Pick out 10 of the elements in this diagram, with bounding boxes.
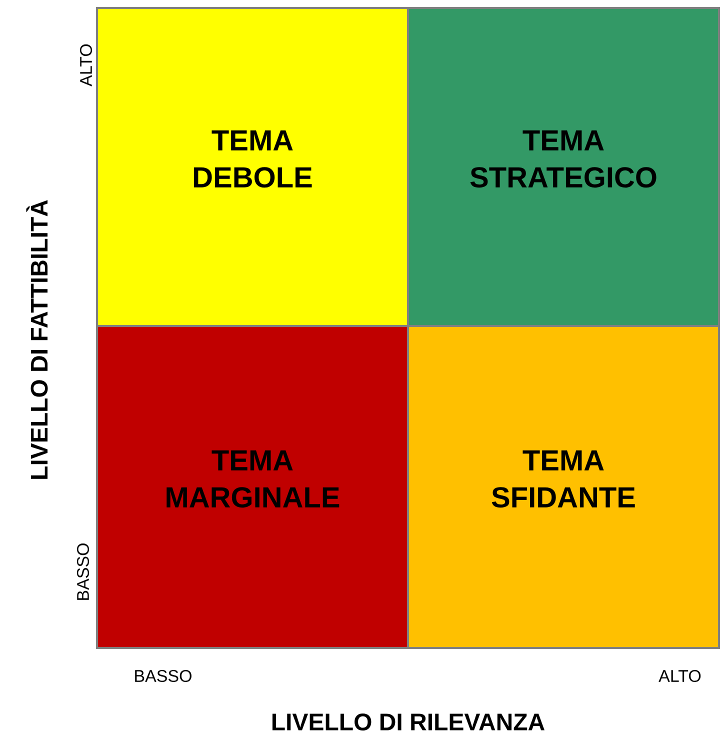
axis-title: LIVELLO DI RILEVANZA [272, 714, 544, 730]
node-text: TEMA MARGINALE [166, 450, 340, 508]
axis-tick-label: BASSO [135, 670, 192, 682]
node-text: TEMA DEBOLE [194, 130, 312, 188]
node-text: TEMA SFIDANTE [492, 450, 635, 508]
axis-tick-label: ALTO [80, 44, 92, 86]
axis-tick-label: BASSO [76, 544, 90, 600]
axis-tick-label: ALTO [658, 670, 701, 682]
node-text: TEMA STRATEGICO [470, 130, 656, 188]
axis-title: LIVELLO DI FATTIBILITÀ [26, 200, 48, 479]
